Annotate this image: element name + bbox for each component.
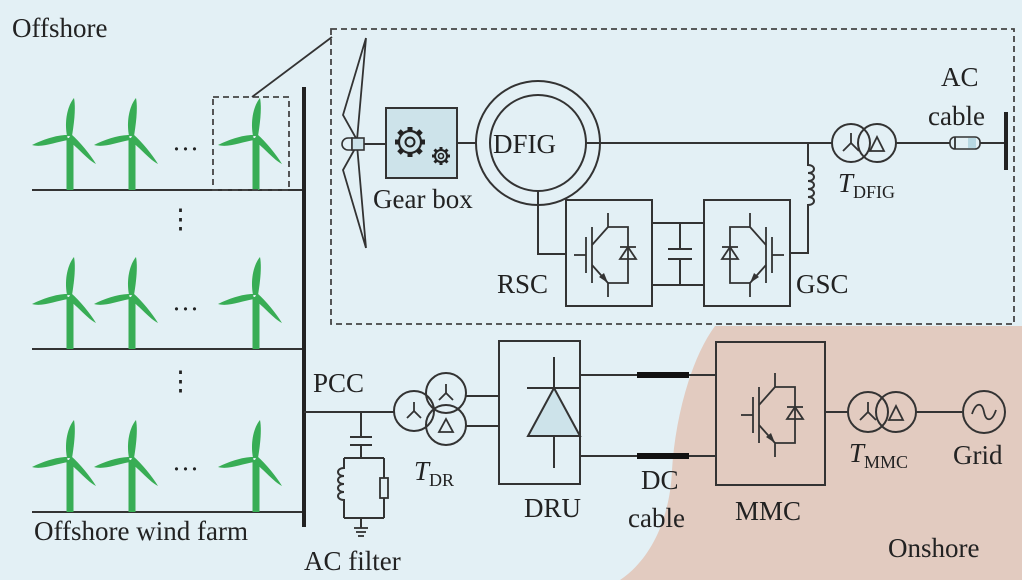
wind-turbine-icon [94, 98, 158, 190]
rsc-label: RSC [497, 269, 548, 299]
vertical-ellipsis: ⋮ [167, 204, 194, 234]
wind-turbine-icon [32, 420, 96, 512]
wind-farm-label: Offshore wind farm [34, 516, 248, 546]
zoom-leader-line [251, 36, 333, 98]
dru-label: DRU [524, 493, 581, 523]
wind-turbine-icon [32, 257, 96, 349]
t-mmc-label: TMMC [849, 438, 908, 472]
mmc-label: MMC [735, 496, 801, 526]
gearbox-label: Gear box [373, 184, 473, 214]
turbine-row-3: ··· [32, 420, 304, 512]
wind-turbine-icon [218, 98, 282, 190]
turbine-row-2: ··· [32, 257, 304, 349]
diode-icon [526, 357, 582, 468]
row-ellipsis: ··· [172, 294, 199, 324]
wind-farm: ··· ⋮ ··· ⋮ ··· [32, 87, 306, 527]
row-ellipsis: ··· [172, 134, 199, 164]
dc-cable-positive [637, 372, 689, 378]
transformer-dr-icon [393, 372, 467, 446]
gsc-box [703, 199, 791, 307]
dfig-turbine-detail: Gear box DFIG RSC GSC [341, 37, 1008, 307]
dc-cable-label-2: cable [628, 503, 685, 533]
rsc-box [565, 199, 653, 307]
grid-label: Grid [953, 440, 1003, 470]
ac-cable-label-2: cable [928, 101, 985, 131]
ac-cable-icon [949, 136, 981, 150]
offshore-label: Offshore [12, 13, 107, 43]
mmc-box [715, 341, 826, 486]
row-ellipsis: ··· [172, 454, 199, 484]
ac-cable-label-1: AC [941, 62, 979, 92]
ac-filter-icon [337, 412, 389, 537]
vertical-ellipsis: ⋮ [167, 366, 194, 396]
transformer-dfig-icon [831, 123, 897, 163]
inductor-icon [807, 143, 815, 214]
ac-filter-label: AC filter [304, 546, 401, 576]
onshore-label: Onshore [888, 533, 979, 563]
wind-turbine-icon [94, 420, 158, 512]
ac-source-icon [962, 390, 1006, 434]
dc-cable-negative [637, 453, 689, 459]
turbine-row-1: ··· [32, 97, 304, 190]
small-gear-icon [432, 147, 450, 165]
gear-icon [395, 127, 425, 157]
pcc-label: PCC [313, 368, 364, 398]
rotor-icon [341, 37, 367, 249]
wind-turbine-icon [94, 257, 158, 349]
selected-turbine-box [212, 96, 290, 191]
turbine-detail-box [330, 28, 1015, 325]
wind-turbine-icon [218, 257, 282, 349]
dc-cable-label-1: DC [641, 465, 679, 495]
transmission-system: PCC AC filter TDR [304, 340, 1006, 576]
wind-turbine-icon [218, 420, 282, 512]
dfig-label: DFIG [493, 129, 556, 159]
dc-link-capacitor-icon [668, 223, 692, 285]
t-dfig-label: TDFIG [838, 168, 895, 202]
igbt-icon [721, 212, 785, 298]
wind-turbine-icon [32, 98, 96, 190]
onshore-region [620, 326, 1022, 580]
t-dr-label: TDR [414, 456, 454, 490]
igbt-icon [573, 212, 637, 298]
gsc-label: GSC [796, 269, 849, 299]
dru-box [498, 340, 581, 485]
